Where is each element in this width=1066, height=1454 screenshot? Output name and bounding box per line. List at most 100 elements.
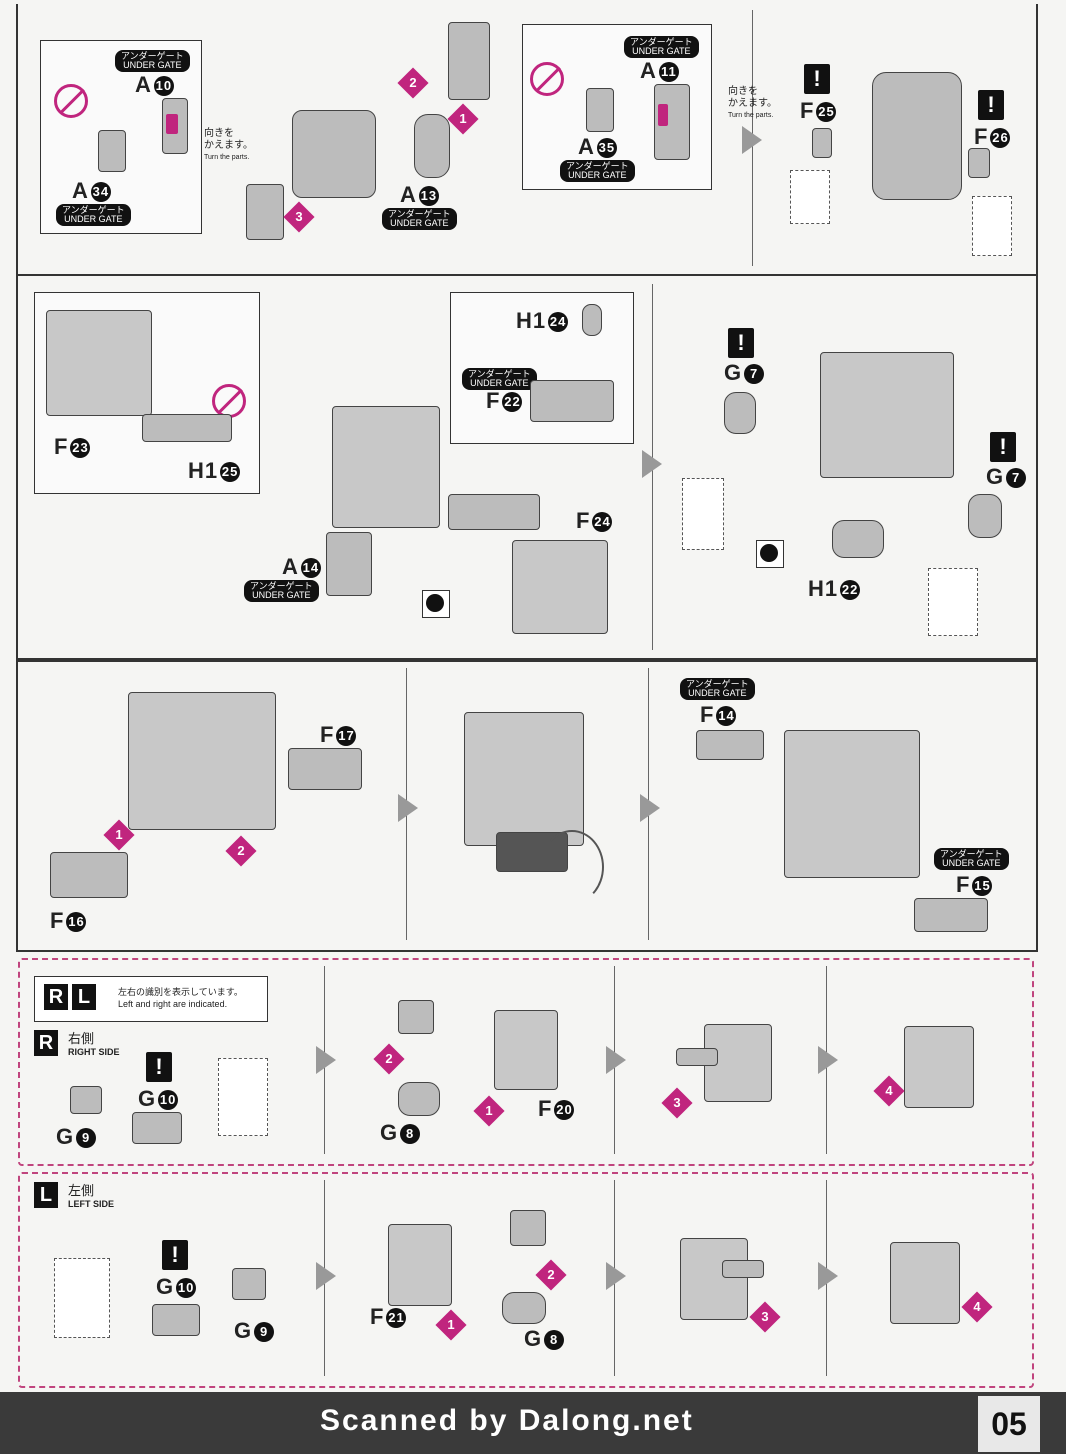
step-2: 2 [535,1259,567,1291]
part-g10 [132,1112,182,1144]
step-1: 1 [447,103,479,135]
part-f16 [50,852,128,898]
part-torso-core [128,692,276,830]
detail-g10 [218,1058,268,1136]
part-head-back [448,22,490,100]
part-a15-plate [246,184,284,240]
no-cut-icon [530,62,564,96]
detail-f25 [790,170,830,224]
step-3: 3 [283,201,315,233]
part-h124 [582,304,602,336]
left-badge-icon: L [72,984,96,1010]
detail-g7 [928,568,978,636]
caution-icon: ! [804,64,830,94]
next-arrow [818,1046,838,1074]
detail-g10 [54,1258,110,1338]
round-cut-icon [756,540,784,568]
caution-icon: ! [146,1052,172,1082]
part-g7 [724,392,756,434]
part-torso-turned [464,712,584,846]
part-h122 [832,520,884,558]
part-frame-front [332,406,440,528]
part-a34 [98,130,126,172]
part-g9 [70,1086,102,1114]
part-torso-core [820,352,954,478]
panel-2 [16,274,1038,662]
gate-mark [166,114,178,134]
turn-note: 向きをかえます。Turn the parts. [204,128,253,161]
caution-icon: ! [990,432,1016,462]
next-arrow [742,126,762,154]
step-1: 1 [435,1309,467,1341]
part-f22-assembled [448,494,540,530]
part-f17 [288,748,362,790]
next-arrow [606,1046,626,1074]
right-badge-icon: R [44,984,68,1010]
part-g9 [232,1268,266,1300]
step-3: 3 [749,1301,781,1333]
part-a35 [586,88,614,132]
part-r-assembly-4 [904,1026,974,1108]
part-torso-front [784,730,920,878]
part-l-assembly-3 [680,1238,748,1320]
step-1: 1 [473,1095,505,1127]
right-badge-icon: R [34,1030,58,1056]
part-g7 [968,494,1002,538]
left-badge-icon: L [34,1182,58,1208]
part-g10 [152,1304,200,1336]
next-arrow [642,450,662,478]
scan-credit: Scanned by Dalong.net [320,1404,694,1437]
part-l-arm [722,1260,764,1278]
part-g8 [398,1082,440,1116]
step-2: 2 [397,67,429,99]
gate-mark [658,104,668,126]
part-head-assembled [872,72,962,200]
part-f15 [914,898,988,932]
step-2: 2 [373,1043,405,1075]
part-a13 [414,114,450,178]
part-f23 [46,310,152,416]
part-h125 [142,414,232,442]
step-3: 3 [661,1087,693,1119]
no-cut-icon [212,384,246,418]
part-r-arm [676,1048,718,1066]
part-f20 [494,1010,558,1090]
turn-note: 向きをかえます。Turn the parts. [728,86,777,119]
caution-icon: ! [978,90,1004,120]
next-arrow [606,1262,626,1290]
panel-3 [16,658,1038,952]
part-g8 [502,1292,546,1324]
part-f14 [696,730,764,760]
part-l-assembly-4 [890,1242,960,1324]
footer-bar [0,1392,1066,1454]
